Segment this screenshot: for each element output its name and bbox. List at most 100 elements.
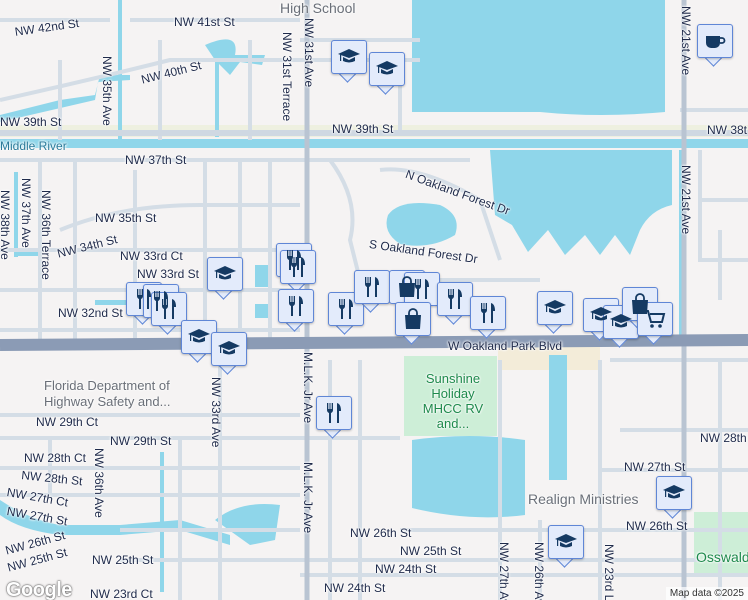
restaurant-marker[interactable] <box>437 282 473 326</box>
school-marker[interactable] <box>211 332 247 376</box>
school-marker[interactable] <box>583 298 619 342</box>
river-label-middle-river: Middle River <box>0 139 67 153</box>
marker-box <box>211 332 247 366</box>
school-marker[interactable] <box>207 257 243 301</box>
school-marker[interactable] <box>181 320 217 364</box>
street-label-nw-29th-ct: NW 29th Ct <box>36 415 99 429</box>
shopping-marker[interactable] <box>395 302 431 346</box>
restaurant-icon <box>475 300 501 326</box>
school-marker[interactable] <box>369 52 405 96</box>
marker-box <box>637 302 673 336</box>
poi-label-realign-ministries: Realign Ministries <box>528 491 639 507</box>
street-label-mlk-jr-ave: M.L.K. Jr Ave <box>301 462 315 534</box>
restaurant-marker[interactable] <box>328 292 364 336</box>
school-marker[interactable] <box>537 291 573 335</box>
restaurant-marker[interactable] <box>151 292 187 336</box>
marker-box <box>404 272 440 306</box>
school-icon <box>186 324 212 350</box>
restaurant-icon <box>283 293 309 319</box>
restaurant-marker[interactable] <box>278 289 314 333</box>
marker-box <box>181 320 217 354</box>
shopping-icon <box>400 306 426 332</box>
street-label-nw-27th-ave: NW 27th Ave <box>497 542 511 600</box>
school-marker[interactable] <box>331 40 367 84</box>
marker-box <box>207 257 243 291</box>
poi-label-fl-dept-highway-safety: Florida Department of Highway Safety and… <box>44 378 171 410</box>
school-icon <box>374 56 400 82</box>
street-label-nw-26th-st: NW 26th St <box>626 519 688 533</box>
school-icon <box>542 295 568 321</box>
street-label-nw-24th-st: NW 24th St <box>375 562 437 576</box>
restaurant-marker[interactable] <box>470 296 506 340</box>
restaurant-icon <box>359 274 385 300</box>
street-label-nw-27th-st: NW 27th St <box>624 460 686 474</box>
restaurant-icon <box>442 286 468 312</box>
street-label-nw-21st-ave: NW 21st Ave <box>679 6 693 76</box>
street-label-nw-33rd-ct: NW 33rd Ct <box>120 249 183 263</box>
street-label-nw-33rd-ave: NW 33rd Ave <box>209 377 223 448</box>
street-label-nw-36th-ave: NW 36th Ave <box>92 448 106 518</box>
marker-box <box>280 250 316 284</box>
map-attribution[interactable]: Map data ©2025 <box>665 587 748 600</box>
marker-box <box>316 396 352 430</box>
marker-box <box>151 292 187 326</box>
poi-label-sunshine-holiday: Sunshine Holiday MHCC RV and... <box>422 371 484 431</box>
street-label-nw-23rd-ln: NW 23rd Ln <box>602 544 616 600</box>
street-label-nw-41st-st: NW 41st St <box>174 15 235 29</box>
street-label-nw-25th-st: NW 25th St <box>92 553 154 567</box>
restaurant-icon <box>285 254 311 280</box>
google-logo: Google <box>6 579 72 600</box>
street-label-oakland-park-blvd: W Oakland Park Blvd <box>448 339 563 353</box>
poi-label-high-school: High School <box>280 0 356 16</box>
marker-box <box>437 282 473 316</box>
school-marker[interactable] <box>548 525 584 569</box>
school-marker[interactable] <box>656 476 692 520</box>
street-label-nw-23rd-ct: NW 23rd Ct <box>90 587 153 600</box>
restaurant-icon <box>281 247 307 273</box>
street-label-nw-38th-st: NW 38t <box>707 123 748 137</box>
restaurant-icon <box>333 296 359 322</box>
restaurant-marker[interactable] <box>316 396 352 440</box>
restaurant-marker[interactable] <box>280 250 316 294</box>
school-icon <box>661 480 687 506</box>
cafe-marker[interactable] <box>697 24 733 68</box>
school-icon <box>216 336 242 362</box>
restaurant-icon <box>409 276 435 302</box>
street-label-mlk-jr-ave: M.L.K. Jr Ave <box>301 352 315 424</box>
street-label-nw-24th-st: NW 24th St <box>324 581 386 595</box>
cafe-icon <box>702 28 728 54</box>
school-icon <box>553 529 579 555</box>
marker-box <box>537 291 573 325</box>
street-label-nw-39th-st: NW 39th St <box>0 115 62 129</box>
marker-box <box>656 476 692 510</box>
school-icon <box>608 309 634 335</box>
marker-box <box>354 270 390 304</box>
school-icon <box>212 261 238 287</box>
street-label-nw-32nd-st: NW 32nd St <box>58 306 123 320</box>
street-label-nw-37th-st: NW 37th St <box>125 153 187 167</box>
street-label-nw-21st-ave: NW 21st Ave <box>679 165 693 235</box>
marker-box <box>548 525 584 559</box>
school-icon <box>336 44 362 70</box>
marker-box <box>603 305 639 339</box>
grocery-marker[interactable] <box>637 302 673 346</box>
street-label-nw-35th-st: NW 35th St <box>95 211 157 225</box>
school-marker[interactable] <box>603 305 639 349</box>
street-label-nw-28th-st: NW 28th St <box>700 431 748 445</box>
street-label-nw-26th-st: NW 26th St <box>350 526 412 540</box>
shopping-icon <box>394 274 420 300</box>
street-label-nw-37th-ave: NW 37th Ave <box>19 178 33 248</box>
restaurant-marker[interactable] <box>354 270 390 314</box>
grocery-icon <box>642 306 668 332</box>
school-icon <box>588 302 614 328</box>
street-label-nw-39th-st: NW 39th St <box>332 122 394 136</box>
marker-box <box>331 40 367 74</box>
marker-box <box>470 296 506 330</box>
local-roads <box>0 18 748 600</box>
street-label-nw-35th-ave: NW 35th Ave <box>100 56 114 126</box>
street-label-nw-33rd-st: NW 33rd St <box>137 267 200 281</box>
restaurant-icon <box>156 296 182 322</box>
